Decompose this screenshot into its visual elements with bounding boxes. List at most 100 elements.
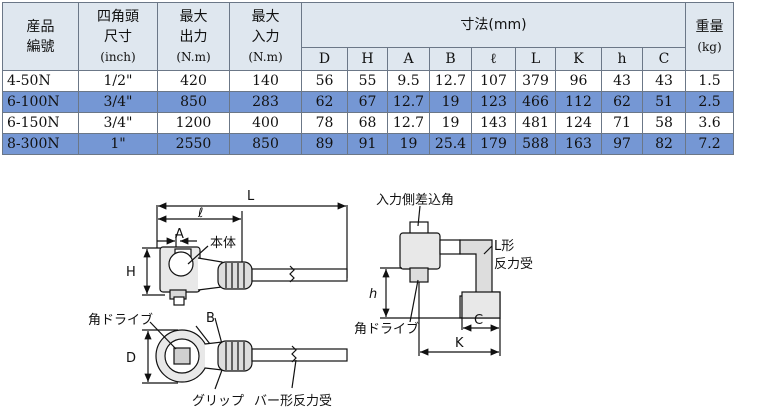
cell-dim: 112 bbox=[555, 91, 602, 113]
cell-dim: 89 bbox=[301, 133, 348, 155]
cell-dim: 19 bbox=[387, 133, 430, 155]
dim-label-h: h bbox=[369, 287, 377, 302]
label-grip: グリップ bbox=[192, 394, 244, 409]
cell-weight: 2.5 bbox=[685, 91, 734, 113]
header-dim-K: K bbox=[555, 47, 602, 71]
cell-dim: 78 bbox=[301, 112, 348, 134]
cell-dim: 123 bbox=[471, 91, 516, 113]
wrench-dimension-diagram: L ℓ A H 本体 角ドライブ B D グリップ bbox=[88, 189, 533, 409]
header-dim-l: ℓ bbox=[471, 47, 516, 71]
cell-max-output: 420 bbox=[157, 70, 230, 92]
header-dim-h: h bbox=[601, 47, 643, 71]
label-square-drive-right: 角ドライブ bbox=[354, 321, 419, 337]
label-l-form: L形 bbox=[494, 239, 514, 254]
cell-dim: 71 bbox=[601, 112, 643, 134]
cell-dim: 19 bbox=[429, 91, 472, 113]
side-view bbox=[142, 202, 348, 306]
cell-dim: 12.7 bbox=[387, 112, 430, 134]
cell-max-input: 850 bbox=[229, 133, 302, 155]
top-view-labels: 角ドライブ B D グリップ バー形反力受 bbox=[88, 311, 332, 409]
cell-dim: 82 bbox=[642, 133, 686, 155]
cell-dim: 58 bbox=[642, 112, 686, 134]
cell-weight: 1.5 bbox=[685, 70, 734, 92]
cell-model: 8-300N bbox=[2, 133, 79, 155]
cell-dim: 588 bbox=[515, 133, 556, 155]
cell-dim: 12.7 bbox=[429, 70, 472, 92]
right-view-labels: 入力側差込角 L形 反力受 h 角ドライブ C K bbox=[354, 193, 533, 351]
cell-dim: 68 bbox=[347, 112, 388, 134]
cell-model: 6-150N bbox=[2, 112, 79, 134]
label-square-drive-left: 角ドライブ bbox=[88, 312, 153, 328]
header-dim-B: B bbox=[429, 47, 472, 71]
label-bar-reaction: バー形反力受 bbox=[254, 394, 332, 409]
cell-dim: 43 bbox=[642, 70, 686, 92]
cell-dim: 379 bbox=[515, 70, 556, 92]
cell-dim: 43 bbox=[601, 70, 643, 92]
side-view-labels: L ℓ A H 本体 bbox=[126, 189, 255, 280]
cell-dim: 179 bbox=[471, 133, 516, 155]
dim-label-L: L bbox=[247, 189, 255, 204]
cell-model: 4-50N bbox=[2, 70, 79, 92]
dim-label-l: ℓ bbox=[197, 206, 203, 221]
cell-dim: 481 bbox=[515, 112, 556, 134]
header-max-output: 最大出力 (N.m) bbox=[157, 2, 230, 71]
dim-label-D: D bbox=[126, 351, 136, 366]
header-dim-A: A bbox=[387, 47, 430, 71]
label-reaction: 反力受 bbox=[494, 257, 533, 272]
cell-dim: 62 bbox=[301, 91, 348, 113]
dim-label-C: C bbox=[474, 313, 483, 328]
header-dimensions: 寸法(mm) bbox=[301, 2, 686, 48]
cell-dim: 466 bbox=[515, 91, 556, 113]
cell-max-output: 850 bbox=[157, 91, 230, 113]
spec-table: 産品編號 四角頭尺寸 (inch) 最大出力 (N.m) 最大入力 (N.m) … bbox=[2, 2, 734, 155]
header-dim-L: L bbox=[515, 47, 556, 71]
cell-max-input: 283 bbox=[229, 91, 302, 113]
dim-label-H: H bbox=[126, 265, 136, 280]
header-dim-D: D bbox=[301, 47, 348, 71]
cell-square: 1" bbox=[78, 133, 158, 155]
table-row: 8-300N 1" 2550 850 89 91 19 25.4 179 588… bbox=[2, 133, 734, 155]
cell-dim: 62 bbox=[601, 91, 643, 113]
cell-dim: 56 bbox=[301, 70, 348, 92]
cell-dim: 19 bbox=[429, 112, 472, 134]
header-square-size: 四角頭尺寸 (inch) bbox=[78, 2, 158, 71]
dim-label-B: B bbox=[206, 311, 215, 326]
cell-square: 3/4" bbox=[78, 112, 158, 134]
cell-max-output: 1200 bbox=[157, 112, 230, 134]
table-row: 6-150N 3/4" 1200 400 78 68 12.7 19 143 4… bbox=[2, 112, 734, 134]
cell-max-output: 2550 bbox=[157, 133, 230, 155]
cell-weight: 7.2 bbox=[685, 133, 734, 155]
cell-max-input: 140 bbox=[229, 70, 302, 92]
table-row: 6-100N 3/4" 850 283 62 67 12.7 19 123 46… bbox=[2, 91, 734, 113]
table-row: 4-50N 1/2" 420 140 56 55 9.5 12.7 107 37… bbox=[2, 70, 734, 92]
cell-dim: 67 bbox=[347, 91, 388, 113]
dim-label-A: A bbox=[175, 227, 184, 242]
header-model: 産品編號 bbox=[2, 2, 79, 71]
cell-square: 3/4" bbox=[78, 91, 158, 113]
cell-dim: 9.5 bbox=[387, 70, 430, 92]
header-dim-C: C bbox=[642, 47, 686, 71]
cell-weight: 3.6 bbox=[685, 112, 734, 134]
dim-label-K: K bbox=[455, 336, 464, 351]
cell-dim: 143 bbox=[471, 112, 516, 134]
cell-dim: 107 bbox=[471, 70, 516, 92]
cell-dim: 25.4 bbox=[429, 133, 472, 155]
cell-dim: 96 bbox=[555, 70, 602, 92]
cell-dim: 51 bbox=[642, 91, 686, 113]
label-body: 本体 bbox=[210, 236, 236, 251]
cell-dim: 163 bbox=[555, 133, 602, 155]
header-max-input: 最大入力 (N.m) bbox=[229, 2, 302, 71]
cell-dim: 91 bbox=[347, 133, 388, 155]
cell-square: 1/2" bbox=[78, 70, 158, 92]
cell-dim: 55 bbox=[347, 70, 388, 92]
right-view bbox=[380, 205, 501, 356]
cell-dim: 124 bbox=[555, 112, 602, 134]
top-view bbox=[142, 317, 348, 390]
header-weight: 重量 (kg) bbox=[685, 2, 734, 71]
cell-model: 6-100N bbox=[2, 91, 79, 113]
cell-max-input: 400 bbox=[229, 112, 302, 134]
label-input-side: 入力側差込角 bbox=[376, 193, 454, 208]
cell-dim: 12.7 bbox=[387, 91, 430, 113]
header-dim-H: H bbox=[347, 47, 388, 71]
cell-dim: 97 bbox=[601, 133, 643, 155]
